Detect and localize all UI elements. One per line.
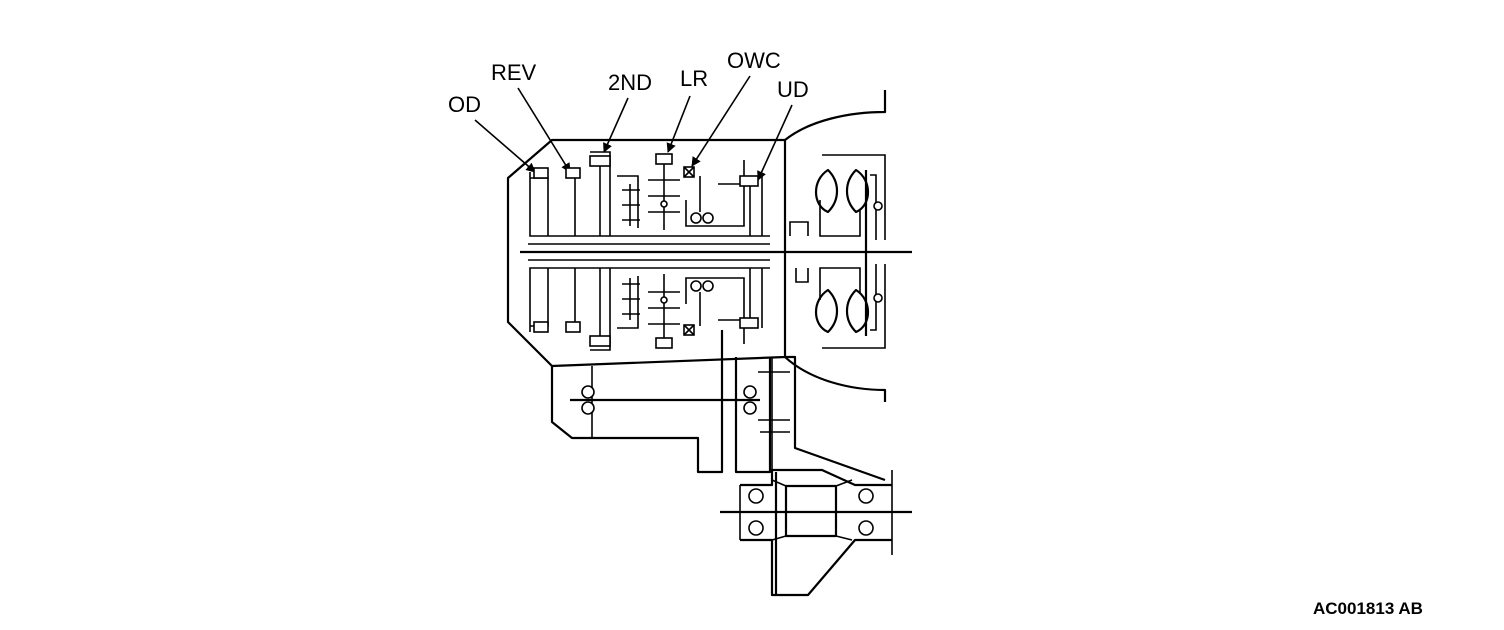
od-arrow	[474, 119, 536, 173]
lr-arrow	[666, 95, 691, 153]
lower-gearset	[529, 267, 770, 351]
2nd-arrow	[603, 97, 629, 153]
label-2nd: 2ND	[608, 70, 652, 95]
owc-arrow	[691, 75, 751, 167]
label-od: OD	[448, 92, 481, 117]
upper-gearset	[529, 151, 770, 237]
differential	[720, 468, 912, 597]
rev-arrow	[517, 87, 571, 173]
label-ud: UD	[777, 77, 809, 102]
torque-converter	[784, 90, 887, 402]
ud-arrow	[757, 104, 793, 181]
label-lr: LR	[680, 66, 708, 91]
transfer-drive	[550, 330, 886, 482]
label-rev: REV	[491, 60, 537, 85]
label-owc: OWC	[727, 48, 781, 73]
reference-code: AC001813 AB	[1313, 599, 1423, 618]
